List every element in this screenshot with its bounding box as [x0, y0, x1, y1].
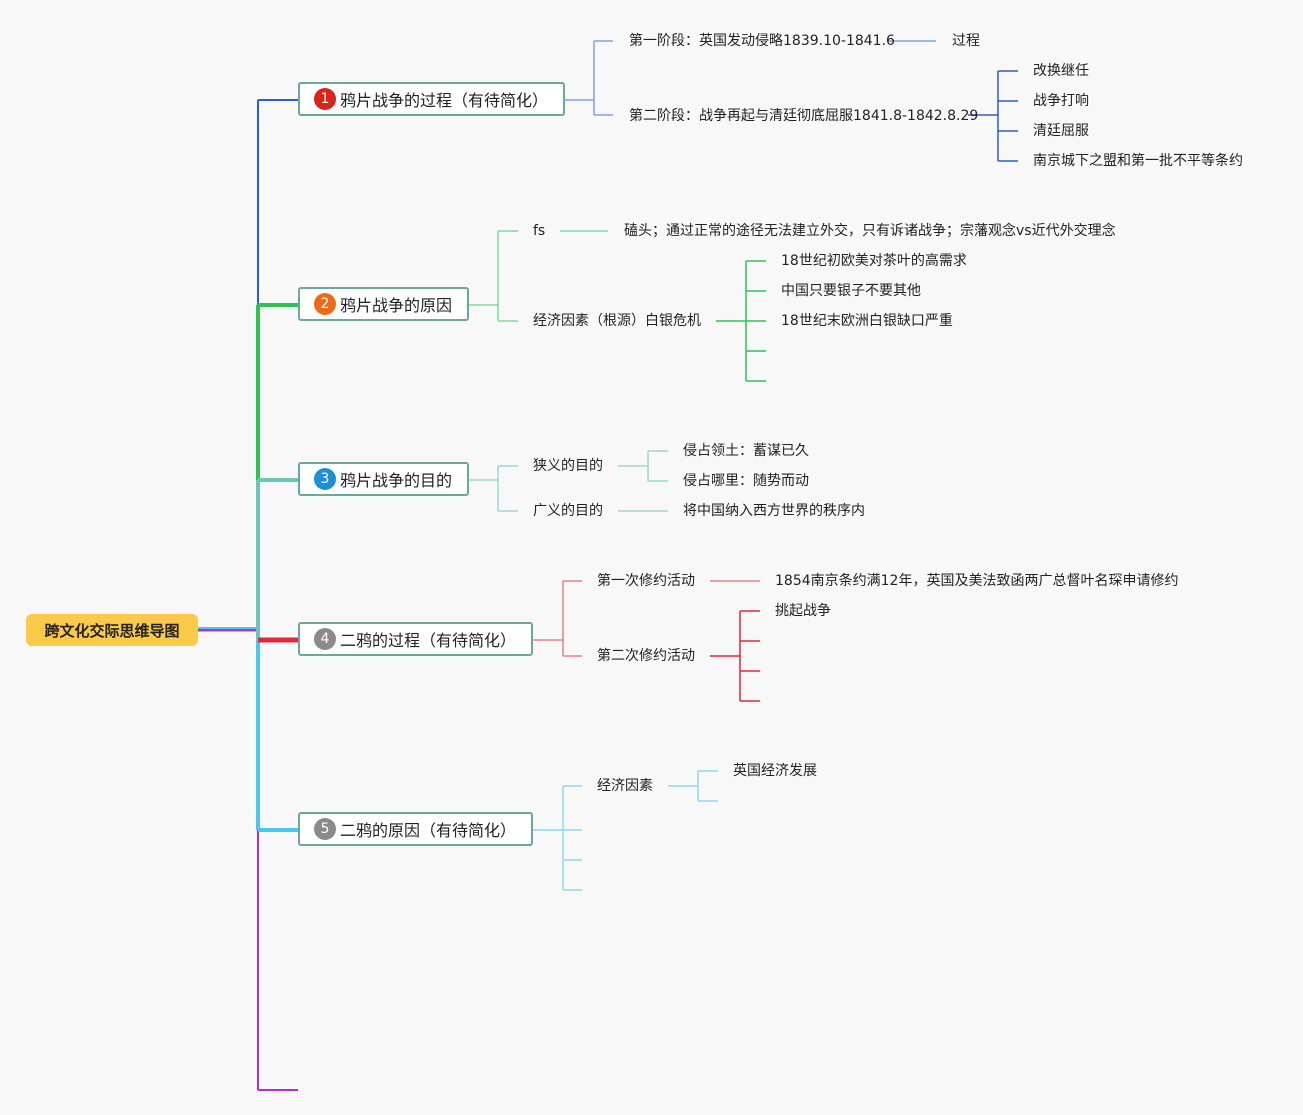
number-badge-icon: 1	[314, 88, 336, 110]
topic-2[interactable]: 2 鸦片战争的原因	[298, 287, 469, 321]
subtopic[interactable]: 磕头；通过正常的途径无法建立外交，只有诉诸战争；宗藩观念vs近代外交理念	[624, 223, 1116, 239]
topic-label: 二鸦的过程（有待简化）	[340, 631, 517, 650]
topic-4[interactable]: 4 二鸦的过程（有待简化）	[298, 622, 533, 656]
subtopic[interactable]: 侵占哪里：随势而动	[683, 473, 809, 489]
subtopic[interactable]: 18世纪初欧美对茶叶的高需求	[781, 253, 967, 269]
topic-label: 二鸦的原因（有待简化）	[340, 821, 517, 840]
subtopic[interactable]: 中国只要银子不要其他	[781, 283, 921, 299]
subtopic[interactable]: 过程	[952, 33, 980, 49]
topic-label: 鸦片战争的目的	[340, 471, 453, 490]
topic-1[interactable]: 1 鸦片战争的过程（有待简化）	[298, 82, 565, 116]
subtopic[interactable]: 英国经济发展	[733, 763, 817, 779]
topic-5[interactable]: 5 二鸦的原因（有待简化）	[298, 812, 533, 846]
number-badge-icon: 3	[314, 468, 336, 490]
subtopic[interactable]: 1854南京条约满12年，英国及美法致函两广总督叶名琛申请修约	[775, 573, 1179, 589]
topic-3[interactable]: 3 鸦片战争的目的	[298, 462, 469, 496]
subtopic[interactable]: 改换继任	[1033, 63, 1089, 79]
subtopic[interactable]: 第一阶段：英国发动侵略1839.10-1841.6	[629, 33, 895, 49]
subtopic[interactable]: fs	[533, 223, 546, 239]
subtopic[interactable]: 第二阶段：战争再起与清廷彻底屈服1841.8-1842.8.29	[629, 108, 979, 124]
subtopic[interactable]: 广义的目的	[533, 503, 603, 519]
subtopic[interactable]: 18世纪末欧洲白银缺口严重	[781, 313, 953, 329]
topic-label: 鸦片战争的过程（有待简化）	[340, 91, 549, 110]
subtopic[interactable]: 战争打响	[1033, 93, 1089, 109]
topic-label: 鸦片战争的原因	[340, 296, 453, 315]
number-badge-icon: 4	[314, 628, 336, 650]
subtopic[interactable]: 经济因素	[597, 778, 653, 794]
root-node[interactable]: 跨文化交际思维导图	[26, 614, 198, 646]
subtopic[interactable]: 南京城下之盟和第一批不平等条约	[1033, 153, 1243, 169]
subtopic[interactable]: 将中国纳入西方世界的秩序内	[683, 503, 865, 519]
subtopic[interactable]: 第二次修约活动	[597, 648, 695, 664]
subtopic[interactable]: 第一次修约活动	[597, 573, 695, 589]
subtopic[interactable]: 挑起战争	[775, 603, 831, 619]
subtopic[interactable]: 狭义的目的	[533, 458, 603, 474]
root-label: 跨文化交际思维导图	[44, 621, 180, 640]
subtopic[interactable]: 侵占领土：蓄谋已久	[683, 443, 809, 459]
number-badge-icon: 5	[314, 818, 336, 840]
subtopic[interactable]: 经济因素（根源）白银危机	[533, 313, 701, 329]
subtopic[interactable]: 清廷屈服	[1033, 123, 1089, 139]
number-badge-icon: 2	[314, 293, 336, 315]
